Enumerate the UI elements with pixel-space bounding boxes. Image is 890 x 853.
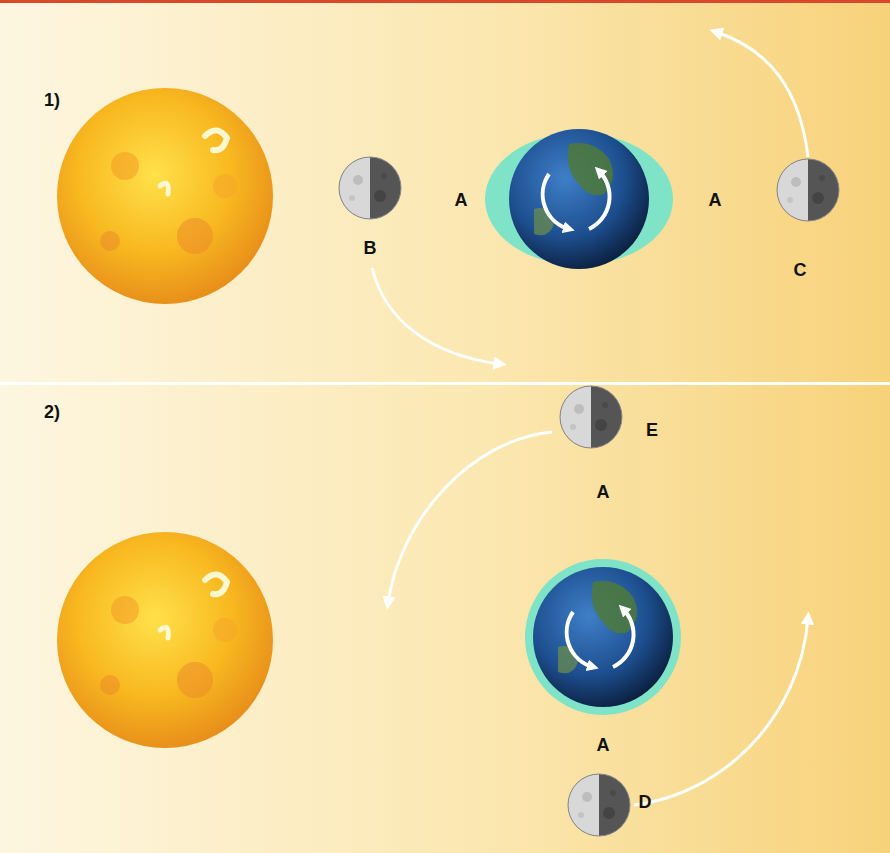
moon-letter: B	[364, 239, 377, 257]
panel-number: 2)	[44, 403, 60, 421]
moon-letter: D	[639, 793, 652, 811]
moon-letter: C	[794, 261, 807, 279]
panel-divider	[0, 382, 890, 385]
panel-number: 1)	[44, 91, 60, 109]
moon	[339, 157, 401, 219]
orbit-arrow	[634, 618, 808, 805]
sun	[57, 532, 273, 748]
sun	[57, 88, 273, 304]
point-letter: A	[597, 483, 610, 501]
moon	[560, 386, 622, 448]
moon	[568, 774, 630, 836]
point-letter: A	[597, 736, 610, 754]
tidal-bulge	[525, 559, 681, 715]
moon-letter: E	[646, 421, 658, 439]
point-letter: A	[709, 191, 722, 209]
orbit-arrow	[716, 32, 808, 157]
orbit-arrow	[388, 432, 552, 603]
earth	[509, 129, 649, 269]
orbit-arrow	[372, 268, 500, 364]
earth	[533, 567, 673, 707]
top-rule	[0, 0, 890, 3]
moon	[777, 159, 839, 221]
point-letter: A	[455, 191, 468, 209]
